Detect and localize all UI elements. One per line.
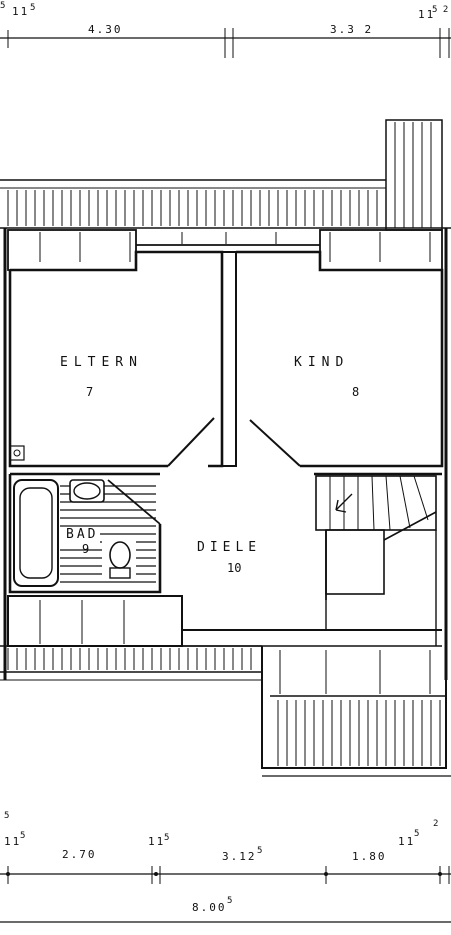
toilet-icon — [102, 540, 136, 580]
bottom-seg-3: 1.80 — [352, 850, 387, 863]
room-eltern — [8, 250, 224, 468]
top-wall-left: 11 — [12, 5, 29, 18]
dormer-projection — [261, 646, 451, 777]
chimney — [385, 119, 443, 231]
top-wall-left-exp: 5 — [0, 1, 5, 11]
roof-eave-top — [0, 179, 451, 229]
top-wall-right: 11 — [418, 8, 435, 21]
door-eltern — [167, 417, 215, 467]
bottom-wall-2-sup: 5 — [164, 833, 169, 843]
bottom-seg-2-sup: 5 — [257, 846, 262, 856]
diele-label: DIELE — [197, 540, 261, 555]
eltern-number: 7 — [86, 385, 93, 399]
kind-label: KIND — [294, 355, 349, 370]
washbasin-icon — [69, 479, 105, 503]
knee-wall-storage-top — [7, 229, 443, 271]
bottom-seg-2: 3.12 — [222, 850, 257, 863]
top-width-right: 3.3 2 — [330, 23, 373, 36]
bad-label: BAD — [66, 527, 98, 542]
partition-wall-central — [221, 251, 237, 467]
bathtub-icon — [13, 479, 59, 587]
top-width-left: 4.30 — [88, 23, 123, 36]
bottom-wall-1: 11 — [4, 835, 21, 848]
bad-number: 9 — [82, 542, 89, 556]
staircase — [314, 472, 442, 600]
roof-eave-bottom-left — [0, 645, 262, 681]
kind-number: 8 — [352, 385, 359, 399]
top-wall-right-sup: 5 2 — [432, 5, 448, 15]
bottom-dimension-line — [0, 866, 451, 884]
bottom-wall-4-sup: 5 — [414, 829, 419, 839]
bottom-wall-1-exp: 5 — [4, 811, 9, 821]
bottom-wall-2: 11 — [148, 835, 165, 848]
top-dimension-line — [0, 28, 451, 58]
room-kind — [236, 250, 444, 468]
top-wall-left-sup: 5 — [30, 3, 35, 13]
bottom-edge: 2 — [433, 819, 438, 829]
bottom-seg-1: 2.70 — [62, 848, 97, 861]
exterior-walls — [3, 228, 448, 680]
bottom-total-sup: 5 — [227, 896, 232, 906]
bottom-wall-4: 11 — [398, 835, 415, 848]
bottom-wall-1-sup: 5 — [20, 831, 25, 841]
eltern-label: ELTERN — [60, 355, 143, 370]
diele-number: 10 — [227, 561, 241, 575]
bottom-total: 8.00 — [192, 901, 227, 914]
door-kind — [249, 419, 301, 467]
